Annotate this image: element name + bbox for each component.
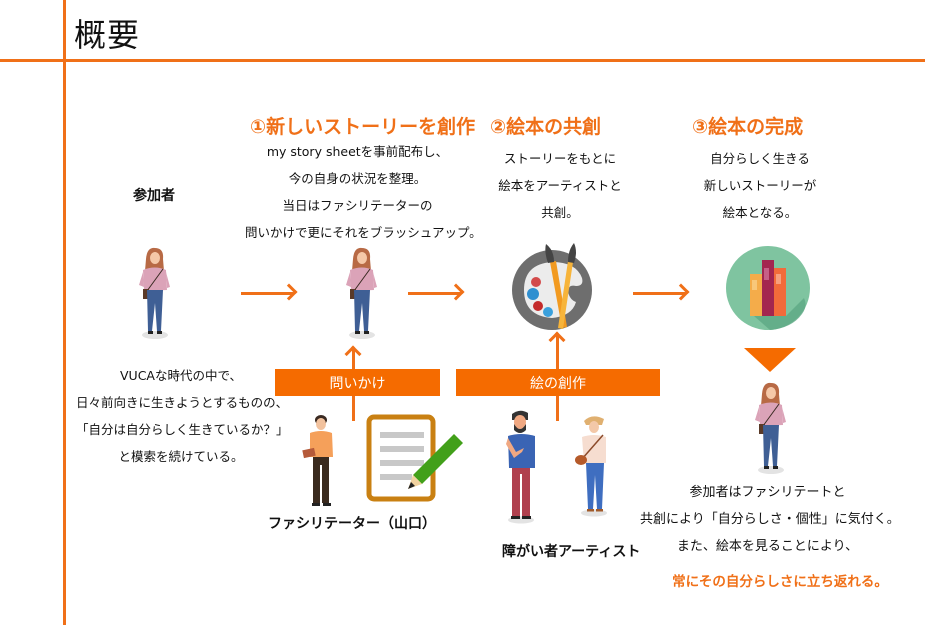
questioning-tag: 問いかけ (275, 369, 440, 396)
step-2-description-line: ストーリーをもとに (503, 151, 617, 166)
outcome-line: また、絵本を見ることにより、 (676, 539, 859, 554)
participant-description-line: 日々前向きに生きようとするものの、 (76, 395, 289, 410)
step-1-description-line: 当日はファシリテーターの (282, 198, 433, 213)
step-3-description-line: 新しいストーリーが (703, 178, 817, 193)
outcome-line: 共創により「自分らしさ・個性」に気付く。 (640, 512, 900, 527)
woman-with-bag-icon (575, 416, 607, 517)
art-creation-tag-label: 絵の創作 (530, 375, 586, 392)
step-3-description-line: 絵本となる。 (722, 205, 798, 220)
artist-label: 障がい者アーティスト (502, 544, 641, 560)
books-icon (726, 246, 810, 330)
flow-arrow-2 (408, 292, 460, 295)
step-1-description-line: 今の自身の状況を整理。 (288, 171, 427, 186)
flow-arrow-3 (633, 292, 685, 295)
step-3-description-line: 自分らしく生きる (710, 151, 810, 166)
flow-arrow-1 (241, 292, 293, 295)
participant-description: VUCAな時代の中で、 日々前向きに生きようとするものの、 「自分は自分らしく生… (76, 362, 289, 470)
notepad-pencil-icon (366, 414, 463, 502)
title-underline-rule (0, 59, 925, 62)
paint-palette-icon (512, 243, 592, 330)
art-creation-tag: 絵の創作 (456, 369, 660, 396)
page-title: 概要 (74, 16, 141, 54)
step-3-description: 自分らしく生きる 新しいストーリーが 絵本となる。 (690, 145, 830, 226)
woman-walking-icon (346, 247, 377, 339)
step-1-description: my story sheetを事前配布し、 今の自身の状況を整理。 当日はファシ… (245, 138, 482, 246)
bearded-man-icon (506, 410, 535, 524)
outcome-highlight: 常にその自分らしさに立ち返れる。 (672, 574, 888, 590)
participant-label: 参加者 (133, 188, 175, 204)
step-2-description-line: 絵本をアーティストと (498, 178, 622, 193)
outcome-line: 参加者はファシリテートと (689, 485, 846, 500)
step-2-description-line: 共創。 (541, 205, 579, 220)
step-1-description-line: my story sheetを事前配布し、 (266, 144, 449, 159)
man-standing-icon (302, 415, 333, 506)
questioning-tag-label: 問いかけ (329, 375, 386, 392)
step-2-description: ストーリーをもとに 絵本をアーティストと 共創。 (480, 145, 640, 226)
left-accent-rule (63, 0, 66, 625)
step-1-title: ①新しいストーリーを創作 (250, 116, 476, 138)
woman-walking-icon (755, 382, 786, 474)
participant-description-line: VUCAな時代の中で、 (120, 368, 242, 383)
step-3-title: ③絵本の完成 (692, 116, 804, 138)
step-1-description-line: 問いかけで更にそれをブラッシュアップ。 (245, 225, 482, 240)
result-down-arrow (744, 348, 796, 372)
facilitator-label: ファシリテーター（山口） (268, 516, 436, 532)
woman-walking-icon (139, 247, 170, 339)
participant-description-line: と模索を続けている。 (118, 449, 244, 464)
outcome-description: 参加者はファシリテートと 共創により「自分らしさ・個性」に気付く。 また、絵本を… (640, 479, 900, 560)
step-2-title: ②絵本の共創 (490, 116, 602, 138)
participant-description-line: 「自分は自分らしく生きているか？」 (76, 422, 289, 437)
